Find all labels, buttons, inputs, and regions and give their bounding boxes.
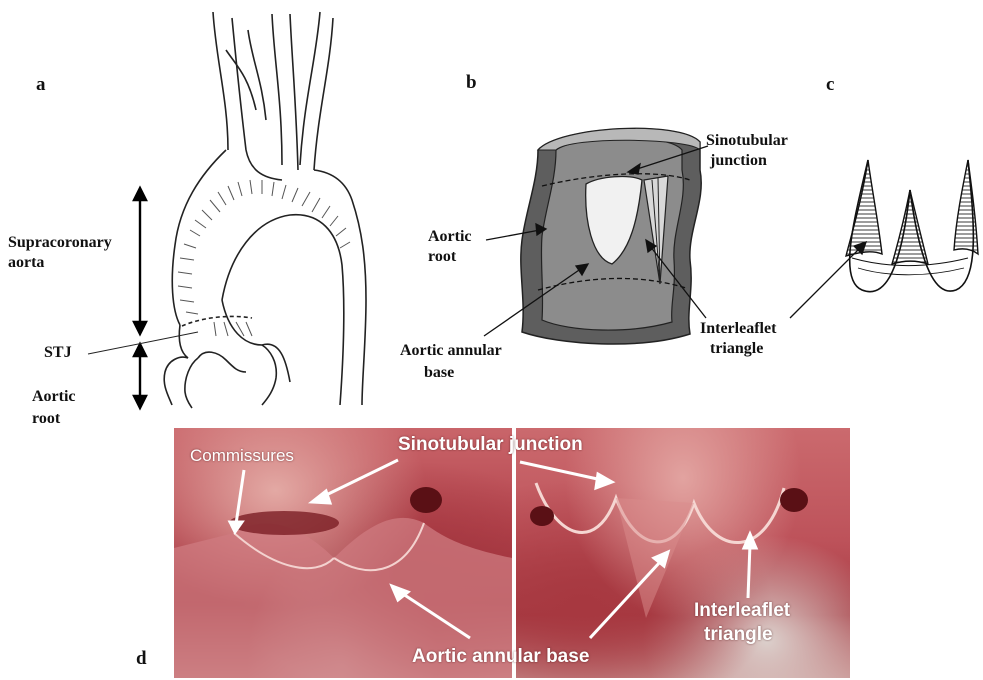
photo-sinotubular-junction-label: Sinotubular junction <box>398 434 583 456</box>
photo-interleaflet-triangle-line1: Interleaflet <box>694 600 790 622</box>
commissures-label: Commissures <box>190 446 294 466</box>
photo-aortic-annular-base-label: Aortic annular base <box>412 646 589 668</box>
photo-interleaflet-triangle-line2: triangle <box>704 624 773 646</box>
panel-d-letter: d <box>132 648 151 670</box>
